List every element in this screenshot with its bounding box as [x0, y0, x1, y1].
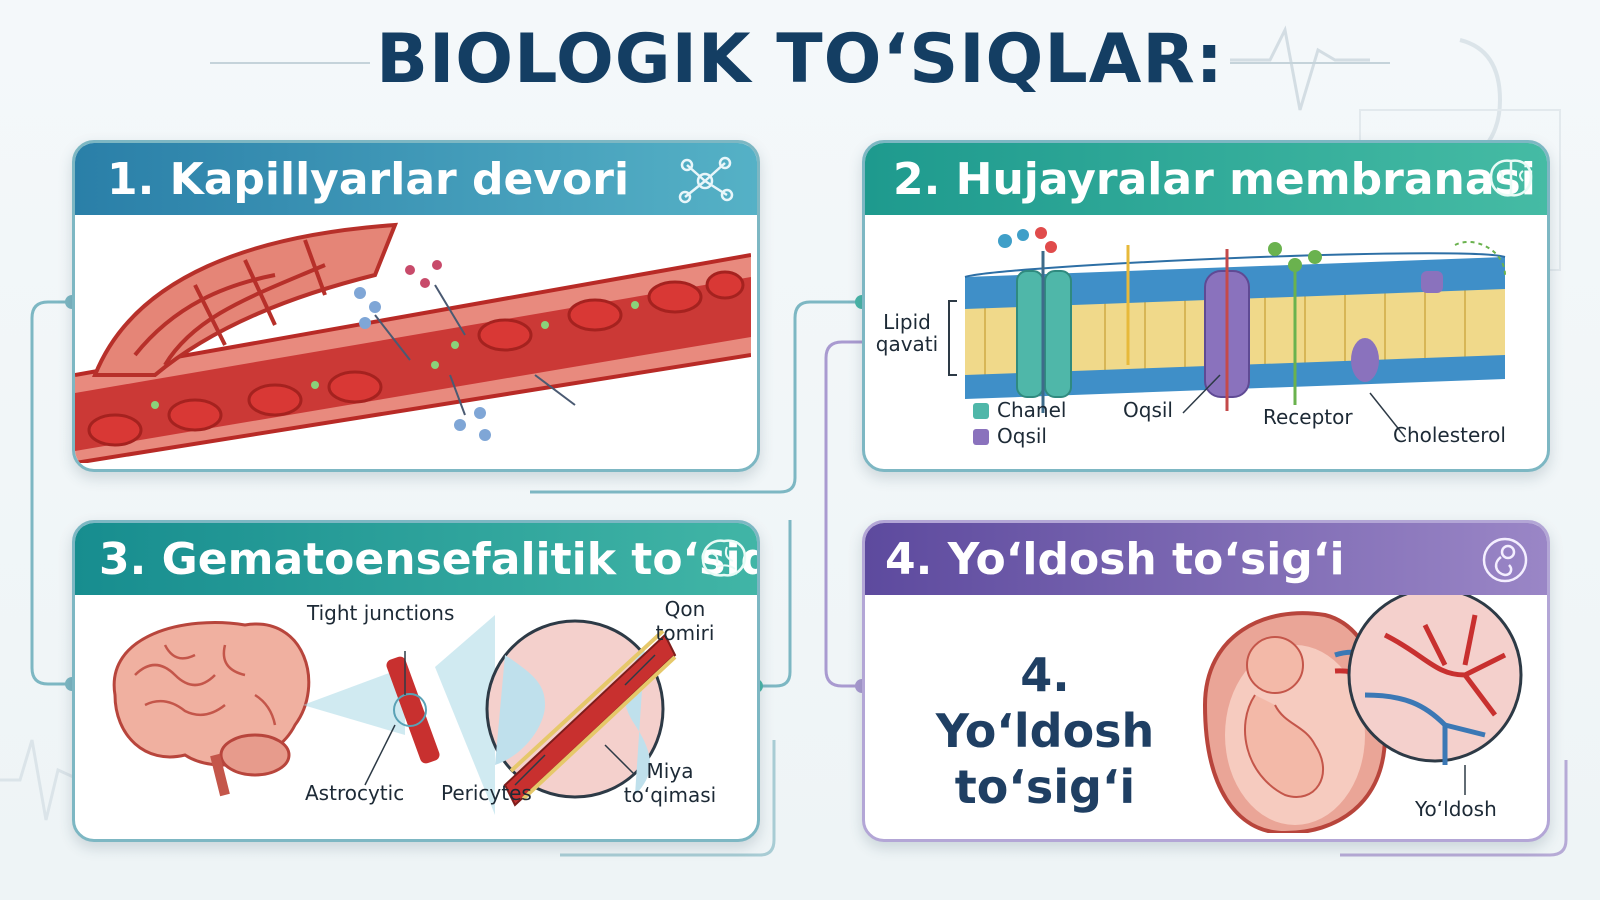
placenta-label: Yo‘ldosh	[1415, 797, 1497, 821]
panel-4-header: 4. Yo‘ldosh to‘sig‘i	[865, 523, 1547, 595]
panel-3-heading: 3. Gematoensefalitik to‘siq	[99, 534, 760, 585]
page-title: BIOLOGIK TO‘SIQLAR:	[376, 20, 1224, 99]
tissue-label-line1: Miya	[646, 759, 694, 783]
panel-3-body: Tight junctions Qon tomiri Astrocytic Pe…	[75, 595, 757, 839]
molecule-icon	[678, 156, 734, 204]
tissue-label-line2: to‘qimasi	[623, 783, 717, 807]
panel-capillary-wall: 1. Kapillyarlar devori	[72, 140, 760, 472]
panel-3-header: 3. Gematoensefalitik to‘siq	[75, 523, 757, 595]
brain-icon	[1489, 159, 1533, 197]
panel-cell-membrane: 2. Hujayralar membranasi	[862, 140, 1550, 472]
placenta-illustration	[1202, 595, 1523, 833]
brain-icon	[701, 539, 747, 577]
brain-tissue-label: Miya to‘qimasi	[605, 759, 735, 807]
bbb-illustration	[112, 615, 677, 815]
title-rule-right	[1230, 62, 1390, 64]
fetus-icon	[1482, 537, 1528, 583]
receptor-label: Receptor	[1263, 405, 1353, 429]
panel-2-header: 2. Hujayralar membranasi	[865, 143, 1547, 215]
panel-placental-barrier: 4. Yo‘ldosh to‘sig‘i 4. Yo‘ldosh to‘sig‘…	[862, 520, 1550, 842]
panel-2-body: Lipid qavati Chanel Oqsil Oqsil Receptor…	[865, 215, 1547, 469]
panel-4-body: 4. Yo‘ldosh to‘sig‘i Yo‘ldosh	[865, 595, 1547, 839]
panel-2-heading: 2. Hujayralar membranasi	[893, 154, 1536, 205]
big-title-line2: to‘sig‘i	[954, 760, 1136, 814]
panel-4-heading: 4. Yo‘ldosh to‘sig‘i	[885, 534, 1345, 585]
title-rule-left	[210, 62, 370, 64]
big-title-line1: 4. Yo‘ldosh	[935, 648, 1155, 758]
placenta-big-title: 4. Yo‘ldosh to‘sig‘i	[905, 647, 1185, 815]
legend-channel-swatch	[973, 403, 989, 419]
legend-channel-label: Chanel	[997, 398, 1067, 422]
vessel-label-line1: Qon	[664, 597, 706, 621]
blood-vessel-label: Qon tomiri	[635, 597, 735, 645]
panel-1-header: 1. Kapillyarlar devori	[75, 143, 757, 215]
panel-blood-brain-barrier: 3. Gematoensefalitik to‘siq	[72, 520, 760, 842]
lipid-label-line1: Lipid	[883, 310, 931, 334]
vessel-label-line2: tomiri	[655, 621, 715, 645]
panel-1-heading: 1. Kapillyarlar devori	[107, 154, 630, 205]
cholesterol-label: Cholesterol	[1393, 423, 1506, 447]
panel-1-body	[75, 215, 757, 469]
capillary-illustration	[75, 222, 752, 465]
legend-protein-label: Oqsil	[997, 424, 1047, 448]
pericytes-label: Pericytes	[441, 781, 532, 805]
membrane-illustration	[948, 227, 1506, 438]
protein-label: Oqsil	[1123, 398, 1173, 422]
legend-protein-swatch	[973, 429, 989, 445]
lipid-layer-label: Lipid qavati	[873, 311, 941, 355]
tight-junctions-label: Tight junctions	[307, 601, 455, 625]
lipid-label-line2: qavati	[875, 332, 939, 356]
astrocytic-label: Astrocytic	[305, 781, 405, 805]
